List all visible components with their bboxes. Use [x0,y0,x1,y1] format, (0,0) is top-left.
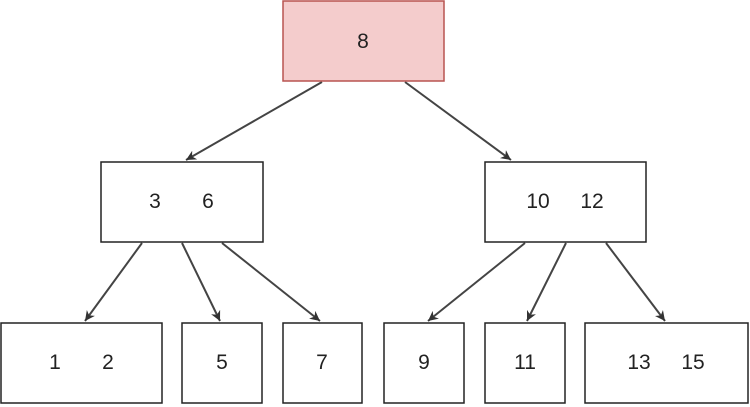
tree-edges [84,81,666,322]
internal-node-left-box [100,161,264,243]
leaf-node-5-key-1: 11 [514,351,536,374]
internal-node-right-box [484,161,647,243]
edge-right-to-leaf-5 [526,242,567,322]
leaf-node-6-box [584,322,749,404]
leaf-node-3-key-1: 7 [316,351,328,374]
leaf-node-1: 1 2 [0,322,163,404]
leaf-node-6-key-2: 15 [681,351,704,374]
internal-node-left-key-2: 6 [202,190,214,213]
leaf-node-4-key-1: 9 [418,351,430,374]
leaf-node-4-box [383,322,465,404]
root-node-key-1: 8 [357,30,369,53]
root-node: 8 [282,0,445,82]
edge-right-to-leaf-6 [605,242,666,322]
leaf-node-4: 9 [383,322,465,404]
leaf-node-5: 11 [484,322,566,404]
leaf-node-3-box [282,322,363,404]
edge-root-to-left [185,81,323,161]
leaf-node-1-box [0,322,163,404]
edge-left-to-leaf-3 [221,242,321,322]
leaf-node-2-box [181,322,263,404]
edge-left-to-leaf-1 [84,242,143,322]
internal-node-right: 10 12 [484,161,647,243]
leaf-node-6-key-1: 13 [627,351,650,374]
edge-right-to-leaf-4 [427,242,526,322]
internal-node-left: 3 6 [100,161,264,243]
leaf-node-3: 7 [282,322,363,404]
leaf-node-2-key-1: 5 [216,351,228,374]
root-node-box [282,0,445,82]
edge-root-to-right [404,81,512,161]
edge-left-to-leaf-2 [181,242,221,322]
leaf-node-1-key-2: 2 [102,351,114,374]
leaf-node-2: 5 [181,322,263,404]
leaf-node-6: 13 15 [584,322,749,404]
leaf-node-1-key-1: 1 [49,351,61,374]
leaf-node-5-box [484,322,566,404]
internal-node-left-key-1: 3 [149,190,161,213]
internal-node-right-key-1: 10 [526,190,549,213]
internal-node-right-key-2: 12 [580,190,603,213]
